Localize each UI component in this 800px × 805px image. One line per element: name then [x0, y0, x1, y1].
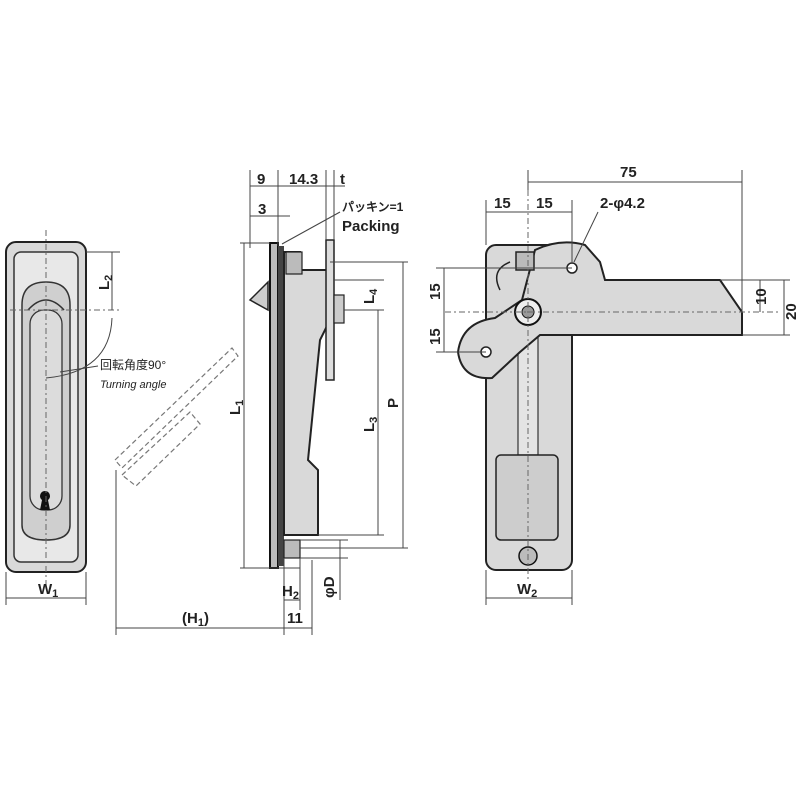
keyhole-icon	[39, 491, 51, 510]
front-view: W1 L2 回転角度90° Turning angle (H1)	[5, 230, 280, 635]
cam-arm	[456, 241, 743, 380]
w1-label: W1	[38, 581, 58, 600]
side-view: 9 14.3 t 3 パッキン=1 Packing L1 L3 L4 P H2 …	[227, 170, 408, 635]
packing-jp: パッキン=1	[342, 200, 404, 214]
w2-label: W2	[517, 581, 537, 600]
dim-t: t	[340, 171, 345, 188]
h2-label: H2	[282, 583, 299, 602]
dim-9: 9	[257, 171, 265, 188]
dim-15-top-a: 15	[494, 195, 511, 212]
side-cam-plate	[325, 239, 335, 381]
dim-20: 20	[783, 303, 800, 320]
dim-10: 10	[753, 288, 770, 305]
cam-spring-hook	[495, 261, 511, 291]
dim-14-3: 14.3	[289, 171, 318, 188]
l1-label: L1	[227, 400, 246, 415]
rear-view: 75 15 15 2-φ4.2 15 15 10 20 W2	[427, 164, 800, 605]
l2-label: L2	[96, 275, 115, 290]
dim-15-left-b: 15	[427, 328, 444, 345]
rear-lower-block	[495, 454, 559, 541]
cam-square-stud	[515, 251, 535, 271]
dim-15-left-a: 15	[427, 283, 444, 300]
turning-angle-jp: 回転角度90°	[100, 357, 166, 372]
packing-leader	[281, 211, 341, 245]
turning-arc	[45, 317, 113, 379]
side-stud	[285, 251, 303, 275]
side-packing	[278, 246, 284, 566]
holes-leader	[573, 211, 599, 263]
packing-en: Packing	[342, 218, 400, 235]
p-label: P	[385, 398, 402, 408]
turning-leader	[59, 365, 99, 373]
handle-lever	[29, 309, 63, 511]
holes-label: 2-φ4.2	[600, 195, 645, 212]
dim-75: 75	[620, 164, 637, 181]
turning-angle-en: Turning angle	[100, 379, 166, 391]
h1-label: (H1)	[182, 610, 209, 629]
dim-15-top-b: 15	[536, 195, 553, 212]
l3-label: L3	[361, 417, 380, 432]
side-body	[283, 251, 331, 536]
ghost-handle	[114, 347, 239, 487]
l4-label: L4	[361, 288, 380, 304]
side-flange	[269, 242, 279, 569]
dim-3: 3	[258, 201, 266, 218]
dim-11: 11	[287, 610, 303, 627]
side-bottom-boss	[283, 539, 301, 559]
phi-d-label: φD	[321, 576, 338, 598]
side-lever-tip	[248, 280, 269, 312]
side-screw	[333, 294, 345, 324]
